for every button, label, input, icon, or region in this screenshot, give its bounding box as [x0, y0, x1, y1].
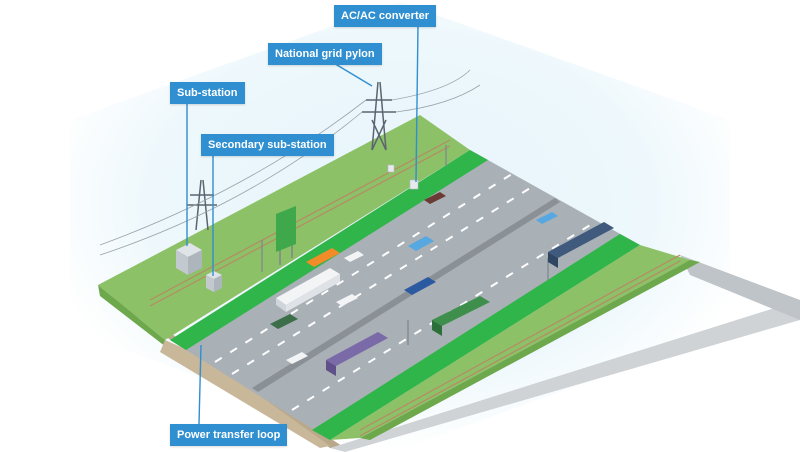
charging-lane-right [312, 234, 640, 440]
vehicle-icon-van-blue [404, 277, 436, 295]
converter-icon [387, 164, 419, 190]
secondary-substation-icon [206, 271, 222, 292]
vehicle-icon-cars [270, 192, 558, 364]
vehicle-icon-truck-orange [306, 248, 340, 267]
vehicle-icon-bus-green [432, 296, 490, 336]
leader-national-grid-pylon [331, 61, 373, 87]
road-sign-icon [276, 206, 296, 265]
fence-right [359, 254, 681, 437]
lane-markings [214, 171, 596, 411]
leader-power-transfer-loop [198, 344, 202, 425]
label-power-transfer-loop: Power transfer loop [170, 424, 288, 446]
fence-left [149, 139, 451, 307]
ground-base-side [680, 255, 800, 320]
pylon-icon [362, 81, 396, 151]
label-sub-station: Sub-station [170, 82, 245, 104]
vehicle-icon-truck-navy [548, 222, 614, 268]
leader-ac-converter [415, 23, 419, 183]
grass-verge-right-far [360, 260, 700, 440]
label-national-grid-pylon: National grid pylon [268, 43, 382, 65]
substation-icon [176, 243, 202, 275]
label-ac-converter: AC/AC converter [334, 5, 437, 27]
callout-leader-lines [186, 23, 419, 425]
vehicle-icon-truck-purple [326, 332, 388, 376]
grass-verge-left-edge [98, 285, 170, 350]
pylon-icon-secondary [187, 179, 217, 231]
label-secondary-sub-station: Secondary sub-station [201, 134, 334, 156]
grass-verge-right [330, 245, 690, 440]
vehicle-icon-truck-white [276, 268, 340, 312]
central-reservation [252, 198, 560, 392]
soil-edge [160, 340, 330, 448]
ground-base-right [330, 300, 800, 452]
